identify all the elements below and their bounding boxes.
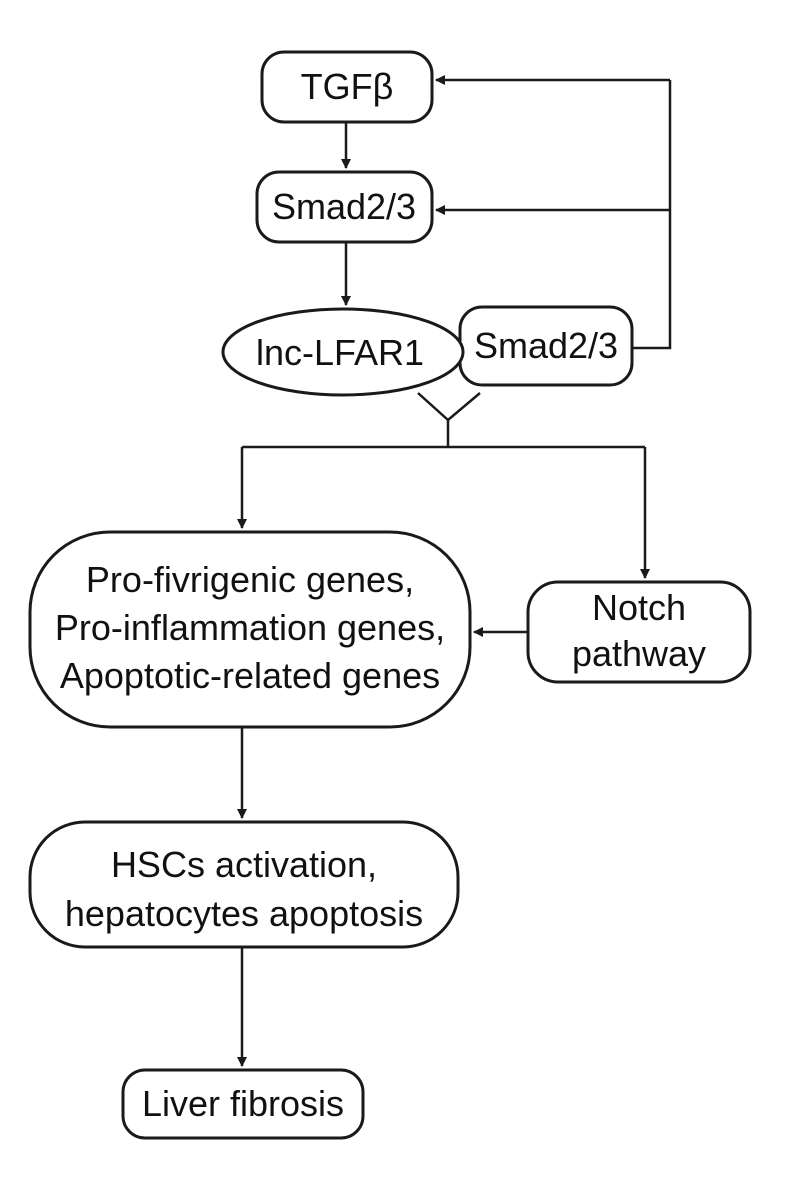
node-genes-line2: Pro-inflammation genes,	[55, 607, 445, 648]
node-hsc-line1: HSCs activation,	[111, 844, 377, 885]
node-notch-line1: Notch	[592, 587, 686, 628]
node-lnc-lfar1-label: lnc-LFAR1	[256, 332, 424, 373]
node-smad-complex: Smad2/3	[458, 305, 634, 387]
node-hsc-line2: hepatocytes apoptosis	[65, 893, 423, 934]
node-smad-top: Smad2/3	[255, 170, 434, 244]
node-lnc-lfar1: lnc-LFAR1	[221, 307, 465, 397]
node-smad-top-label: Smad2/3	[272, 186, 416, 227]
node-tgfb: TGFβ	[260, 50, 434, 124]
node-liver-fibrosis: Liver fibrosis	[121, 1068, 365, 1140]
node-liver-fibrosis-label: Liver fibrosis	[142, 1083, 344, 1124]
node-hsc: HSCs activation, hepatocytes apoptosis	[28, 820, 460, 949]
feedback-line	[632, 80, 672, 350]
node-tgfb-label: TGFβ	[301, 66, 394, 107]
node-genes-line1: Pro-fivrigenic genes,	[86, 559, 414, 600]
node-notch: Notch pathway	[526, 580, 752, 684]
node-smad-complex-label: Smad2/3	[474, 325, 618, 366]
node-genes: Pro-fivrigenic genes, Pro-inflammation g…	[28, 530, 472, 729]
node-genes-line3: Apoptotic-related genes	[60, 655, 440, 696]
complex-convergence	[417, 392, 481, 422]
node-notch-line2: pathway	[572, 633, 706, 674]
